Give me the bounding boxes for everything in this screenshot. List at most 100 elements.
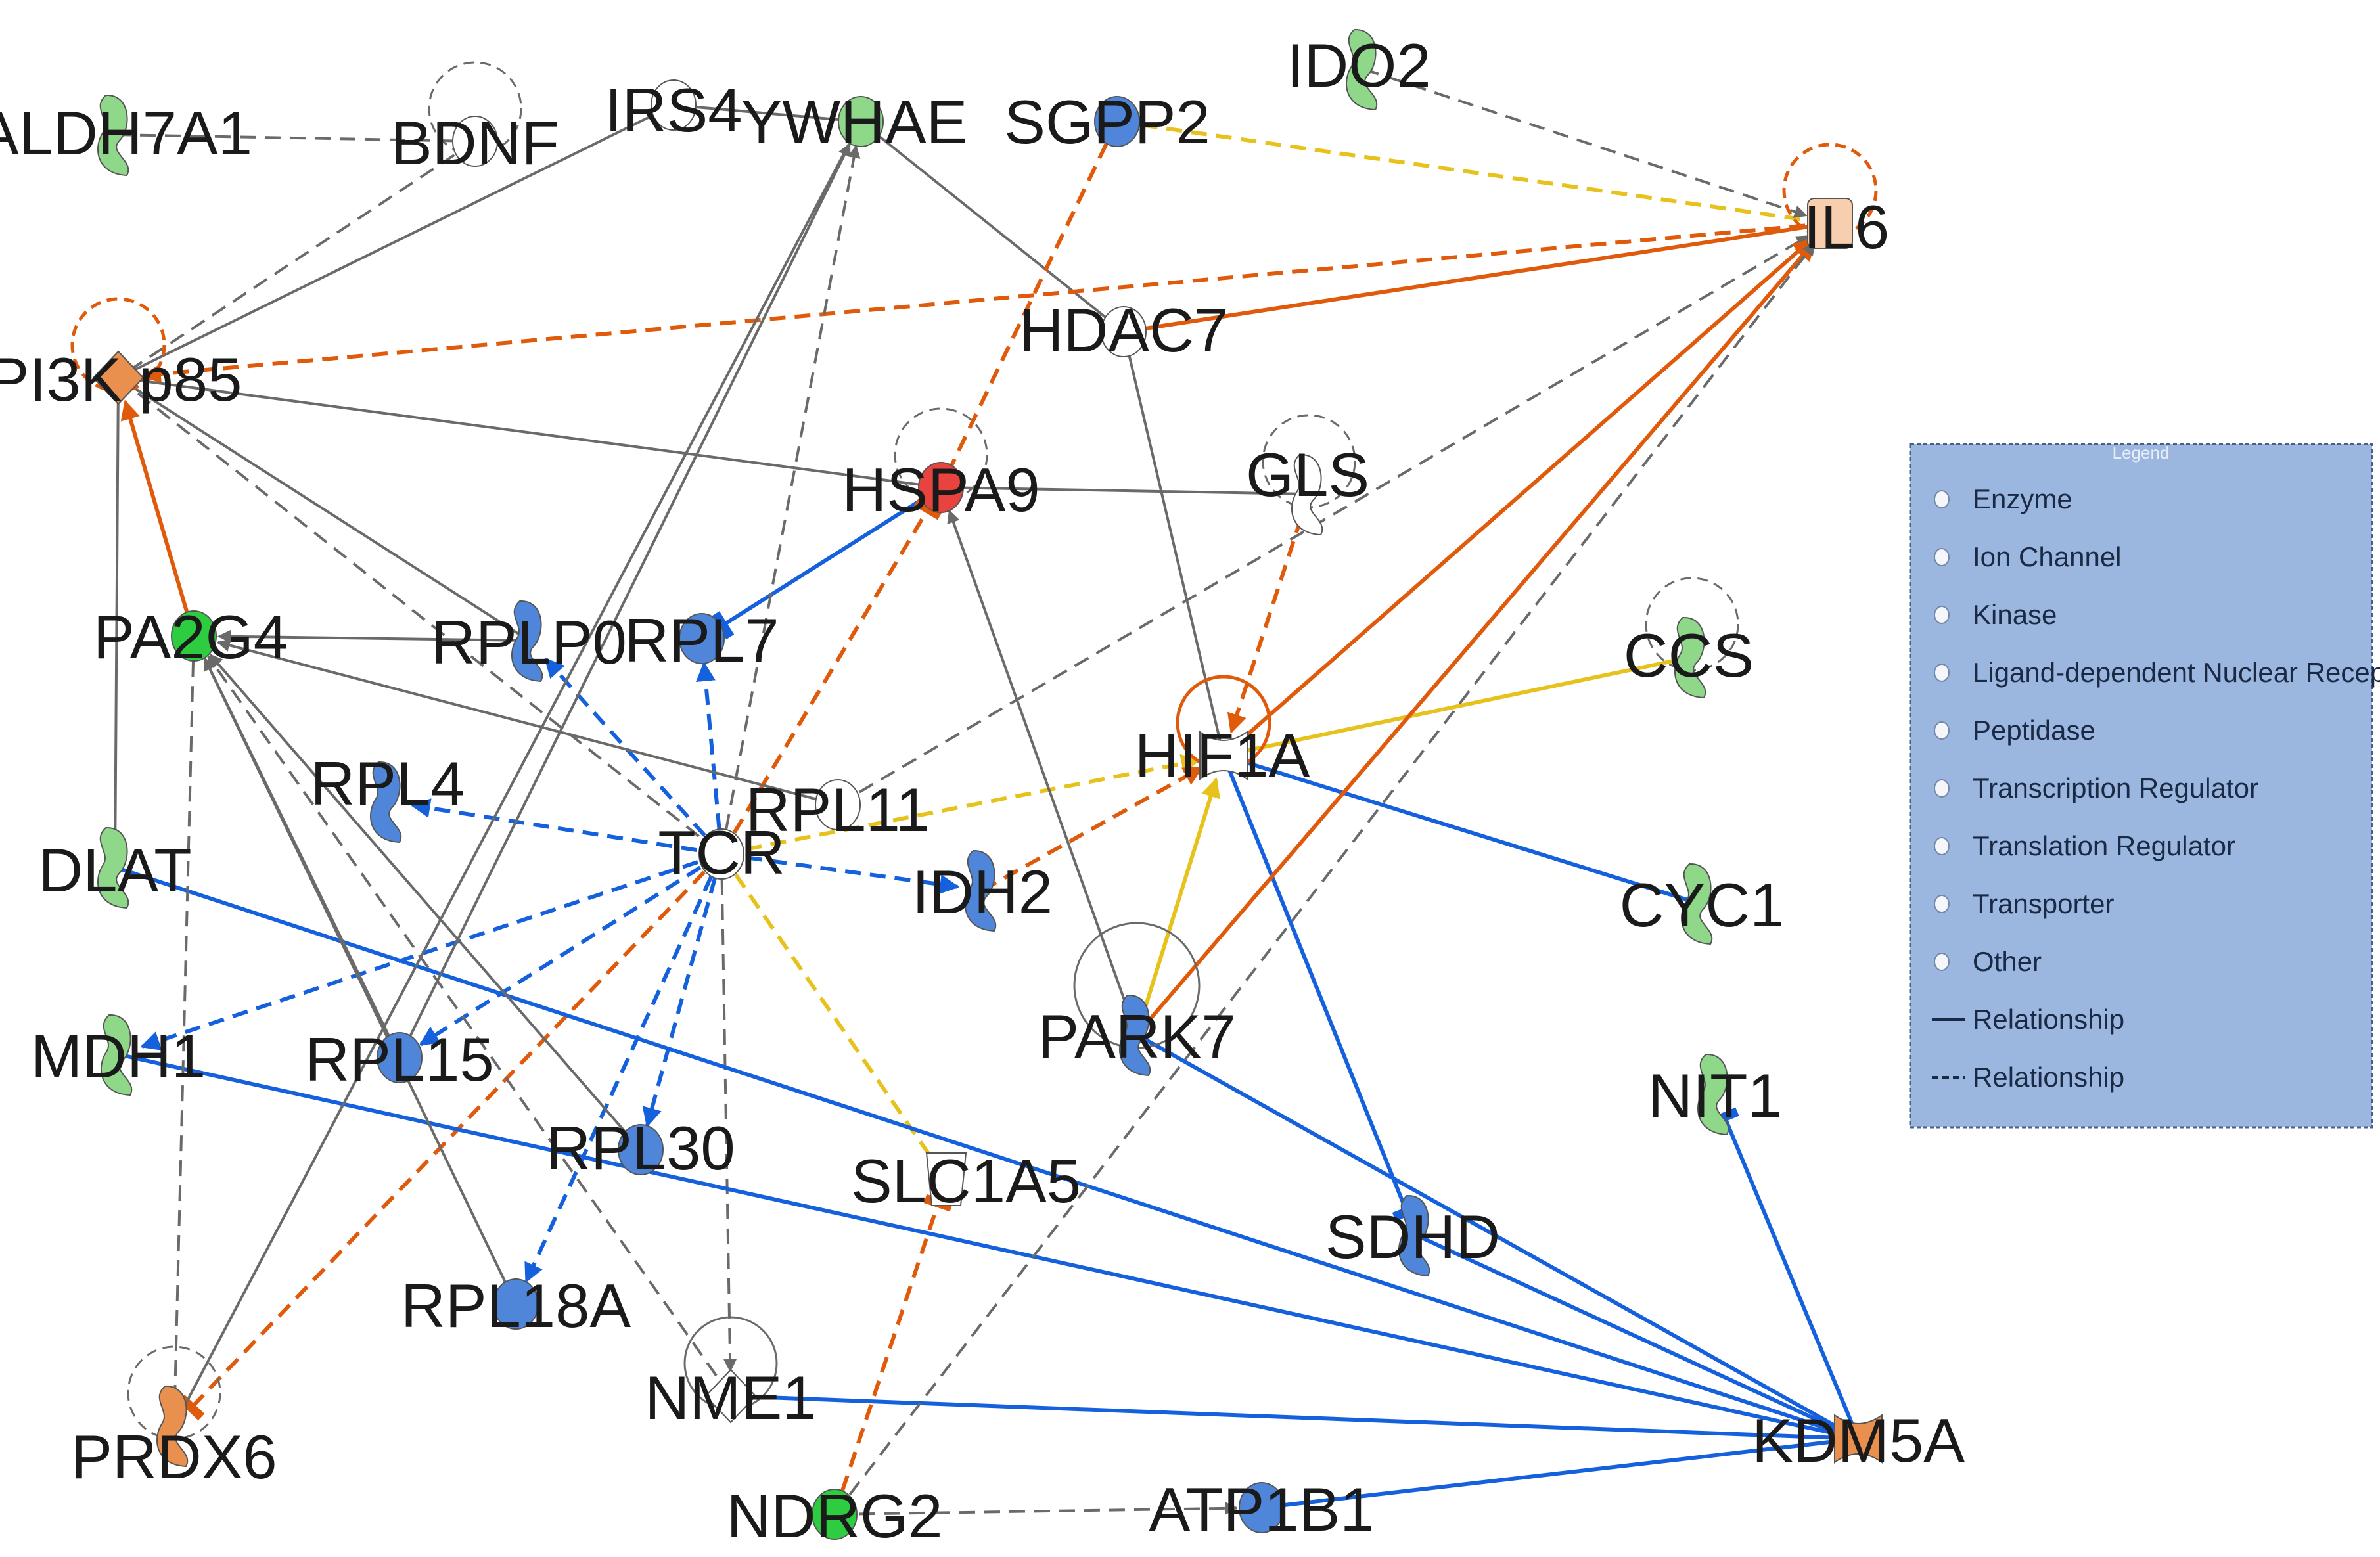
legend-title: Legend bbox=[2113, 443, 2170, 463]
node-rpl11[interactable]: RPL11 bbox=[746, 775, 930, 844]
node-atp1b1[interactable]: ATP1B1 bbox=[1149, 1475, 1374, 1544]
node-label: SDHD bbox=[1325, 1202, 1500, 1271]
legend-item-label: Ion Channel bbox=[1973, 541, 2122, 572]
node-hspa9[interactable]: HSPA9 bbox=[842, 455, 1040, 524]
edge-pa2g4-to-pi3k bbox=[120, 399, 196, 637]
enzyme-icon bbox=[965, 849, 997, 932]
node-label: IDH2 bbox=[912, 857, 1053, 926]
node-sdhd[interactable]: SDHD bbox=[1325, 1194, 1500, 1277]
edge-park7-to-il6 bbox=[1135, 240, 1816, 1036]
node-aldh7a1[interactable]: ALDH7A1 bbox=[0, 94, 252, 177]
edge-tcr-to-ywhae bbox=[720, 145, 861, 855]
node-pi3k[interactable]: PI3K p85 bbox=[0, 345, 242, 414]
legend-item: Kinase bbox=[1934, 599, 2057, 630]
node-pa2g4[interactable]: PA2G4 bbox=[93, 602, 288, 671]
node-label: ALDH7A1 bbox=[0, 99, 252, 168]
edge-irs4-to-ywhae bbox=[673, 104, 861, 123]
edge-rpl11-to-pa2g4 bbox=[216, 639, 838, 806]
node-rpl4[interactable]: RPL4 bbox=[310, 749, 465, 844]
node-dlat[interactable]: DLAT bbox=[38, 826, 192, 909]
node-ywhae[interactable]: YWHAE bbox=[741, 87, 968, 156]
legend-item: Ligand-dependent Nuclear Receptor bbox=[1934, 657, 2380, 688]
node-cyc1[interactable]: CYC1 bbox=[1620, 863, 1785, 945]
tr-icon bbox=[1199, 731, 1248, 780]
node-slc1a5[interactable]: SLC1A5 bbox=[851, 1146, 1081, 1215]
other-icon bbox=[838, 96, 884, 147]
edge-rpl15-to-ywhae bbox=[398, 143, 852, 1058]
edge-hif1a-to-ccs bbox=[1223, 655, 1693, 757]
node-rpl18a[interactable]: RPL18A bbox=[401, 1271, 631, 1340]
edge-pi3k-to-rplp0 bbox=[117, 376, 530, 642]
edge-hif1a-to-cyc1 bbox=[1223, 754, 1699, 905]
edge-hspa9-to-gls bbox=[940, 486, 1310, 495]
legend-item: Other bbox=[1934, 946, 2042, 977]
node-label: HIF1A bbox=[1135, 721, 1310, 790]
enzyme-icon bbox=[1674, 616, 1706, 699]
edge-tcr-to-rpl4 bbox=[410, 798, 722, 856]
edge-tcr-to-rpl7 bbox=[695, 661, 723, 855]
edge-rpl30-to-pa2g4 bbox=[209, 654, 642, 1151]
edge-tcr-to-mdh1 bbox=[140, 852, 722, 1050]
node-bdnf[interactable]: BDNF bbox=[391, 108, 559, 177]
node-irs4[interactable]: IRS4 bbox=[605, 76, 743, 145]
edge-hdac7-to-hif1a bbox=[1122, 331, 1225, 756]
node-sgpp2[interactable]: SGPP2 bbox=[1004, 87, 1210, 156]
node-label: RPLP0 bbox=[431, 608, 627, 677]
other-icon bbox=[679, 613, 725, 664]
edge-rplp0-to-pa2g4 bbox=[217, 629, 530, 643]
node-nit1[interactable]: NIT1 bbox=[1648, 1053, 1782, 1136]
node-label: RPL30 bbox=[546, 1114, 735, 1183]
legend-item-label: Ligand-dependent Nuclear Receptor bbox=[1973, 657, 2380, 688]
node-idh2[interactable]: IDH2 bbox=[912, 849, 1053, 932]
edge-aldh7a1-to-bdnf bbox=[114, 133, 476, 143]
node-label: GLS bbox=[1246, 440, 1369, 509]
enzyme-icon bbox=[97, 94, 129, 177]
node-label: YWHAE bbox=[741, 87, 968, 156]
legend-item-label: Transporter bbox=[1973, 888, 2115, 919]
ligand-receptor-icon bbox=[1934, 664, 1950, 682]
edge-prdx6-to-ywhae bbox=[173, 121, 862, 1426]
node-kdm5a[interactable]: KDM5A bbox=[1752, 1406, 1965, 1475]
enzyme-icon bbox=[1697, 1053, 1729, 1136]
edge-atp1b1-to-kdm5a bbox=[1261, 1437, 1859, 1510]
edge-tcr-to-idh2 bbox=[721, 852, 960, 894]
node-hif1a[interactable]: HIF1A bbox=[1135, 721, 1310, 790]
node-label: RPL4 bbox=[310, 749, 465, 818]
node-rpl7[interactable]: RPL7 bbox=[624, 606, 779, 675]
node-nme1[interactable]: NME1 bbox=[645, 1363, 816, 1432]
edge-kdm5a-to-nit1 bbox=[1710, 1107, 1860, 1440]
node-label: KDM5A bbox=[1752, 1406, 1965, 1475]
node-rpl15[interactable]: RPL15 bbox=[305, 1025, 493, 1094]
other-icon bbox=[493, 1278, 539, 1330]
other-icon bbox=[1101, 306, 1147, 357]
node-label: CCS bbox=[1624, 621, 1754, 690]
node-gls[interactable]: GLS bbox=[1246, 440, 1369, 536]
edge-ido2-to-il6 bbox=[1363, 68, 1808, 218]
other-icon bbox=[812, 1489, 858, 1540]
node-tcr[interactable]: TCR bbox=[658, 818, 785, 887]
node-ndrg2[interactable]: NDRG2 bbox=[726, 1481, 942, 1550]
node-hdac7[interactable]: HDAC7 bbox=[1019, 296, 1229, 365]
edge-tcr-to-rpl15 bbox=[419, 852, 723, 1047]
node-ccs[interactable]: CCS bbox=[1624, 616, 1754, 699]
other-icon bbox=[918, 462, 964, 513]
node-mdh1[interactable]: MDH1 bbox=[31, 1014, 206, 1096]
node-prdx6[interactable]: PRDX6 bbox=[71, 1385, 277, 1491]
node-rpl30[interactable]: RPL30 bbox=[546, 1114, 735, 1183]
node-ido2[interactable]: IDO2 bbox=[1287, 28, 1431, 111]
node-park7[interactable]: PARK7 bbox=[1038, 994, 1236, 1077]
edge-rpl18a-to-pa2g4 bbox=[193, 635, 517, 1305]
edge-mdh1-to-kdm5a bbox=[118, 1052, 1859, 1441]
legend-item: Transporter bbox=[1934, 888, 2115, 919]
node-label: BDNF bbox=[391, 108, 559, 177]
node-label: SGPP2 bbox=[1004, 87, 1210, 156]
edge-park7-to-kdm5a bbox=[1135, 1033, 1860, 1441]
edge-ndrg2-to-il6 bbox=[833, 242, 1816, 1516]
edge-il6-to-pi3k bbox=[141, 221, 1831, 384]
legend-item: Translation Regulator bbox=[1934, 830, 2235, 861]
other-icon bbox=[815, 779, 861, 830]
node-label: RPL7 bbox=[624, 606, 779, 675]
node-rplp0[interactable]: RPLP0 bbox=[431, 600, 627, 683]
node-il6[interactable]: IL6 bbox=[1804, 192, 1890, 261]
